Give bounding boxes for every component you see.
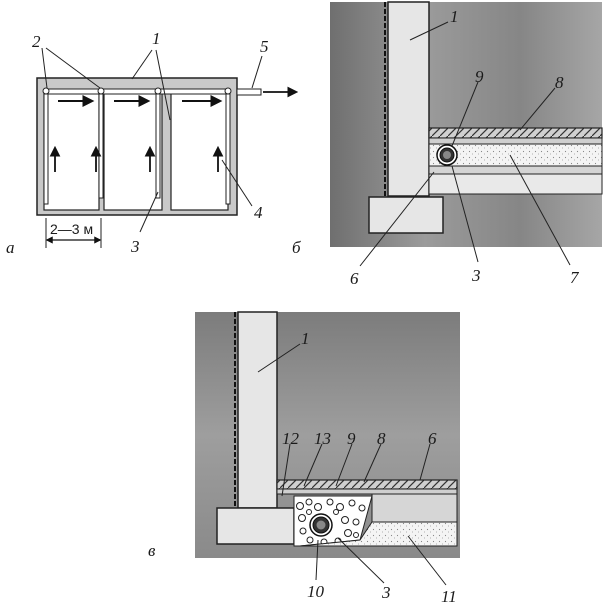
callout-1: 1 xyxy=(450,7,459,26)
leader-line xyxy=(451,165,479,263)
callout-5: 5 xyxy=(260,37,269,56)
callout-7: 7 xyxy=(570,268,580,287)
floor-slab xyxy=(428,127,603,139)
leader-line xyxy=(45,47,101,89)
leader-line xyxy=(359,171,435,267)
callout-6: 6 xyxy=(350,269,359,288)
leader-line xyxy=(337,537,385,584)
callout-3: 3 xyxy=(381,583,391,602)
callout-12: 12 xyxy=(282,429,300,448)
leader-line xyxy=(419,443,431,481)
leader-line xyxy=(315,539,319,581)
dimension-label: 2—3 м xyxy=(50,221,93,237)
leader-line xyxy=(131,49,153,80)
callout-3: 3 xyxy=(130,237,140,256)
inspection-node xyxy=(154,87,162,95)
foundation-wall xyxy=(237,311,278,509)
callout-13: 13 xyxy=(314,429,331,448)
floor-slab xyxy=(276,479,458,490)
inspection-node xyxy=(224,87,232,95)
callout-1: 1 xyxy=(152,29,161,48)
drain-pipe-core xyxy=(316,520,326,530)
drain-branch-4 xyxy=(225,93,231,205)
drain-branch-2 xyxy=(98,93,104,199)
leader-line xyxy=(251,55,263,89)
subsoil xyxy=(428,173,603,195)
concrete-prep xyxy=(371,493,458,523)
house-inner-mid xyxy=(103,91,163,211)
callout-11: 11 xyxy=(441,587,457,606)
callout-1: 1 xyxy=(301,329,310,348)
leader-line xyxy=(41,47,48,89)
footing xyxy=(216,507,295,545)
waterproof-layer xyxy=(276,488,458,495)
leader-line xyxy=(281,443,291,497)
outlet-pipe xyxy=(236,88,262,96)
footing xyxy=(368,196,444,234)
inspection-node xyxy=(42,87,50,95)
leader-line xyxy=(407,535,447,586)
callout-4: 4 xyxy=(254,203,263,222)
inspection-node xyxy=(97,87,105,95)
callout-9: 9 xyxy=(475,67,484,86)
leader-line xyxy=(221,159,253,207)
drain-branch-3 xyxy=(155,93,161,199)
leader-line xyxy=(303,443,323,487)
drain-pipe-core xyxy=(443,151,451,159)
callout-3: 3 xyxy=(471,266,481,285)
callout-10: 10 xyxy=(307,582,325,601)
leader-line xyxy=(519,87,556,131)
panel-c: 1 12 13 9 8 6 10 3 11 в xyxy=(148,311,460,606)
drain-line-top xyxy=(43,88,231,95)
leader-line xyxy=(335,443,353,487)
sand-layer xyxy=(299,521,458,547)
callout-2: 2 xyxy=(32,32,41,51)
base-layer xyxy=(428,165,603,175)
house-inner-right xyxy=(170,91,229,211)
leader-line xyxy=(509,154,571,266)
leader-line xyxy=(139,191,159,233)
foundation-wall xyxy=(387,1,430,197)
callout-8: 8 xyxy=(377,429,386,448)
panel-b: 1 9 8 6 3 7 б xyxy=(292,1,603,288)
leader-line xyxy=(257,343,301,373)
callout-8: 8 xyxy=(555,73,564,92)
house-inner-left xyxy=(43,91,100,211)
leader-line xyxy=(155,49,171,121)
leader-line xyxy=(451,81,479,147)
leader-line xyxy=(409,21,449,41)
panel-letter-b: б xyxy=(292,238,301,257)
panel-letter-c: в xyxy=(148,541,156,560)
leader-line xyxy=(363,443,382,483)
drain-branch-1 xyxy=(43,93,49,205)
panel-a: 2—3 м 2 1 5 4 3 а xyxy=(6,29,299,257)
callout-6: 6 xyxy=(428,429,437,448)
callout-9: 9 xyxy=(347,429,356,448)
panel-letter-a: а xyxy=(6,238,15,257)
